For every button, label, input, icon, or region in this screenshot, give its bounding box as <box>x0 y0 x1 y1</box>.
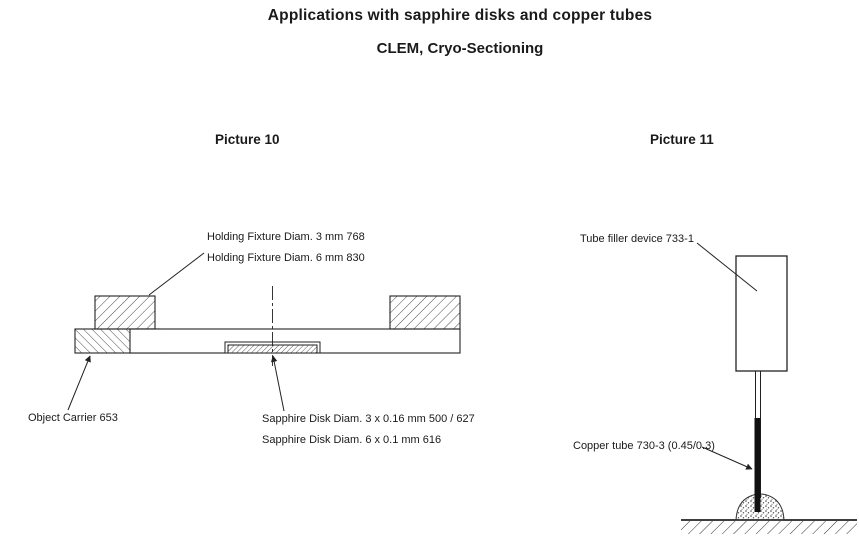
copper-tube <box>754 418 761 512</box>
leader-line-copper-tube <box>701 446 753 470</box>
picture11-drawing <box>681 242 857 534</box>
leader-line-holding-fixture <box>148 252 205 296</box>
leader-line-sapphire-disk <box>270 355 285 412</box>
holding-fixture-left-section <box>94 295 156 330</box>
tube-filler-device-body <box>735 255 788 372</box>
label-holding-fixture-6mm: Holding Fixture Diam. 6 mm 830 <box>207 252 365 264</box>
leader-line-tube-filler <box>696 242 758 292</box>
holding-fixture-right-section <box>389 295 461 330</box>
label-copper-tube: Copper tube 730-3 (0.45/0.3) <box>573 440 715 452</box>
leader-line-object-carrier <box>67 355 91 411</box>
label-tube-filler-device: Tube filler device 733-1 <box>580 233 694 245</box>
picture10-drawing <box>67 252 461 412</box>
label-holding-fixture-3mm: Holding Fixture Diam. 3 mm 768 <box>207 231 365 243</box>
page-subtitle: CLEM, Cryo-Sectioning <box>376 40 544 57</box>
picture10-caption: Picture 10 <box>215 132 280 147</box>
ground-hatching <box>681 521 857 534</box>
page-title: Applications with sapphire disks and cop… <box>267 7 653 24</box>
label-object-carrier: Object Carrier 653 <box>28 412 118 424</box>
label-sapphire-disk-6mm: Sapphire Disk Diam. 6 x 0.1 mm 616 <box>262 434 442 446</box>
label-sapphire-disk-3mm: Sapphire Disk Diam. 3 x 0.16 mm 500 / 62… <box>262 413 475 425</box>
picture11-caption: Picture 11 <box>650 132 714 147</box>
